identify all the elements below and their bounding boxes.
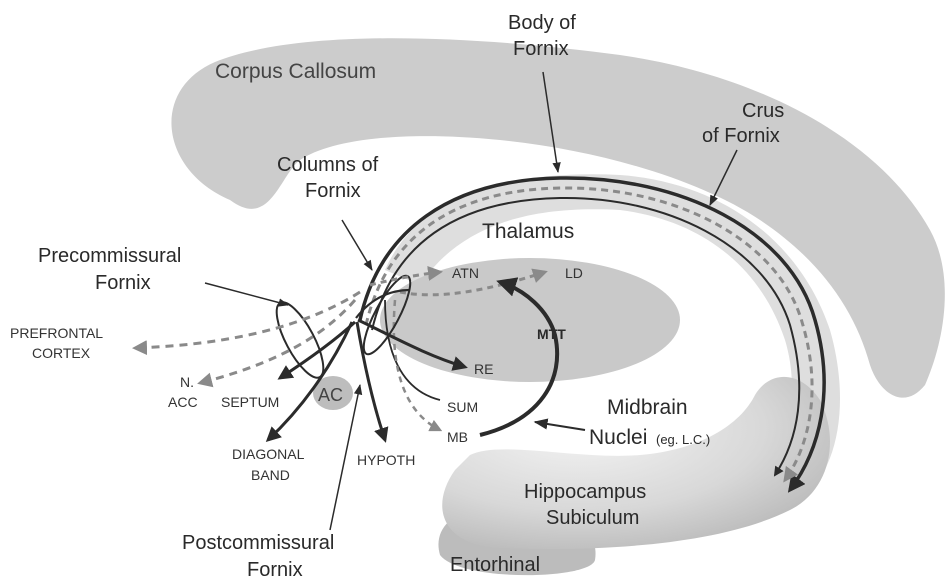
entorhinal-label: Entorhinal: [450, 554, 540, 576]
nacc-label-2: ACC: [168, 394, 198, 410]
hippocampus-label-1: Hippocampus: [524, 481, 646, 503]
columns-of-fornix-label-1: Columns of: [277, 154, 379, 176]
midbrain-label-3: (eg. L.C.): [656, 432, 710, 447]
pathway-prefrontal: [135, 292, 360, 348]
septum-label: SEPTUM: [221, 394, 279, 410]
midbrain-label-1: Midbrain: [607, 396, 688, 419]
ac-label: AC: [318, 385, 343, 405]
mtt-label: MTT: [537, 326, 566, 342]
body-of-fornix-label-1: Body of: [508, 12, 576, 34]
leader-precommissural: [205, 283, 288, 305]
precommissural-loop: [268, 296, 332, 383]
midbrain-label-2: Nuclei: [589, 426, 647, 449]
prefrontal-label-1: PREFRONTAL: [10, 325, 103, 341]
leader-columns-of-fornix: [342, 220, 372, 270]
precommissural-label-1: Precommissural: [38, 245, 181, 267]
columns-of-fornix-label-2: Fornix: [305, 180, 361, 202]
pathway-midbrain: [535, 422, 585, 430]
postcommissural-label-1: Postcommissural: [182, 532, 334, 554]
mb-label: MB: [447, 429, 468, 445]
atn-label: ATN: [452, 265, 479, 281]
nacc-label-1: N.: [180, 374, 194, 390]
re-label: RE: [474, 361, 493, 377]
prefrontal-label-2: CORTEX: [32, 345, 91, 361]
hypoth-label: HYPOTH: [357, 452, 415, 468]
diagonal-band-label-2: BAND: [251, 467, 290, 483]
corpus-callosum-label: Corpus Callosum: [215, 60, 376, 83]
crus-of-fornix-label-1: Crus: [742, 100, 784, 122]
sum-label: SUM: [447, 399, 478, 415]
pathway-septum: [280, 322, 355, 378]
diagonal-band-label-1: DIAGONAL: [232, 446, 305, 462]
precommissural-label-2: Fornix: [95, 272, 151, 294]
hippocampus-label-2: Subiculum: [546, 507, 639, 529]
ld-label: LD: [565, 265, 583, 281]
thalamus-label: Thalamus: [482, 220, 574, 243]
body-of-fornix-label-2: Fornix: [513, 38, 569, 60]
pathway-hypoth: [357, 322, 385, 440]
postcommissural-label-2: Fornix: [247, 559, 303, 581]
crus-of-fornix-label-2: of Fornix: [702, 125, 780, 147]
